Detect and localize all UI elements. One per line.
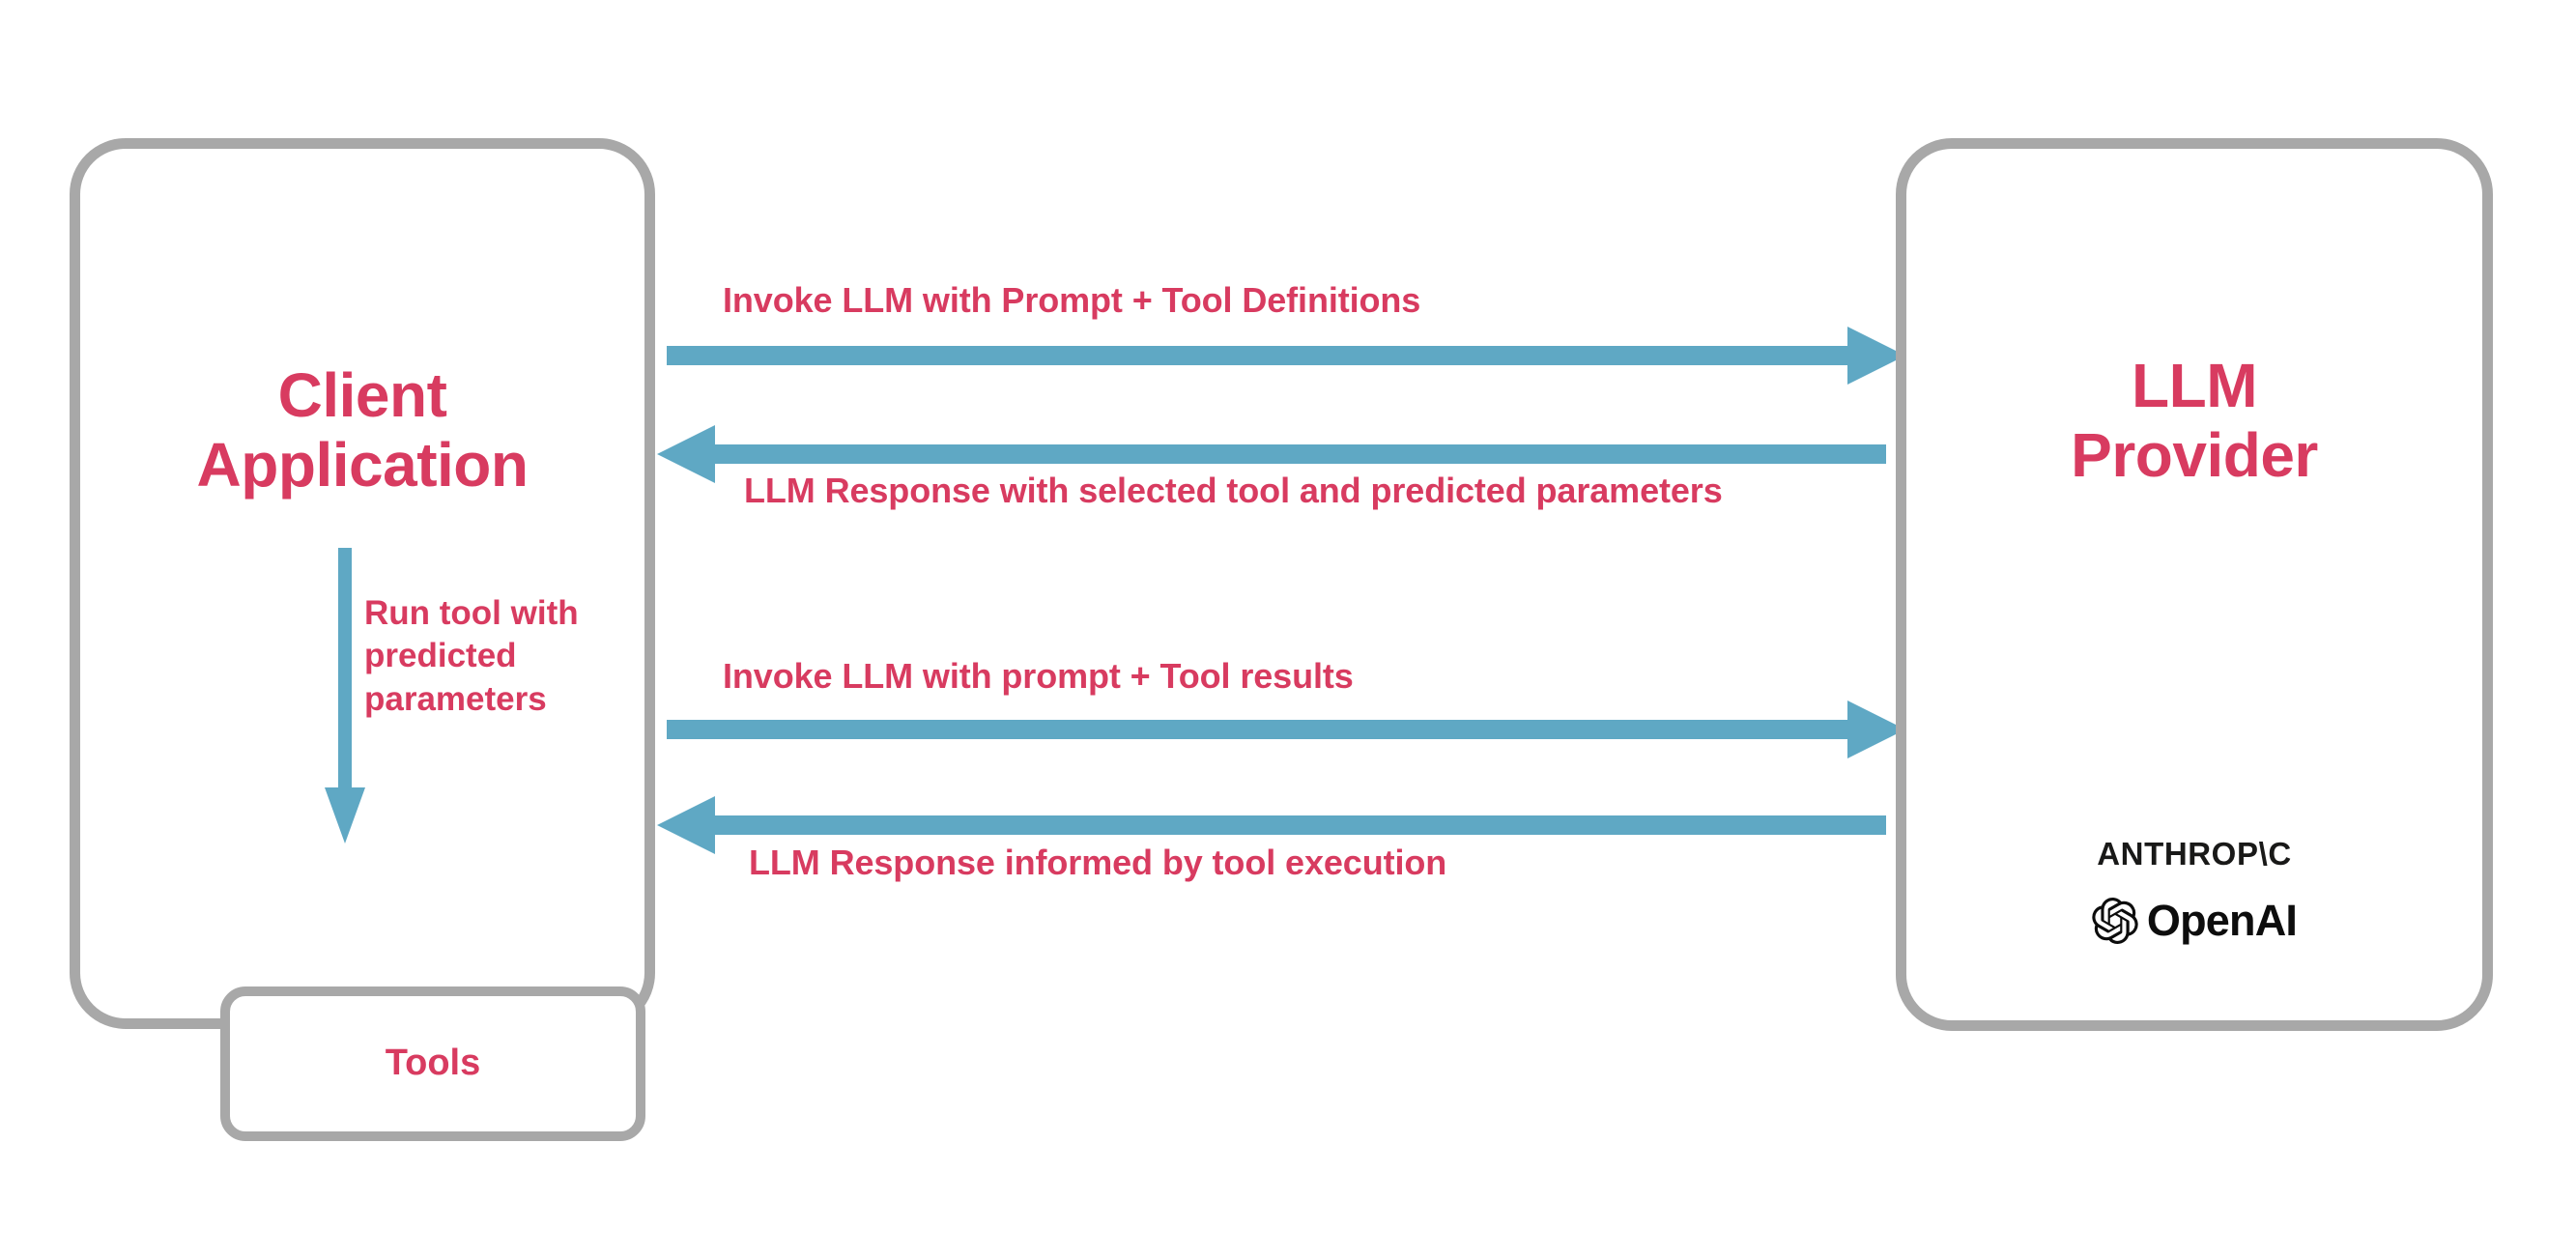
tools-label: Tools	[385, 1043, 481, 1083]
llm-provider-box: LLM Provider ANTHROP\C OpenAI	[1896, 138, 2493, 1031]
run-tool-label: Run tool with predicted parameters	[364, 594, 579, 718]
client-application-title: Client Application	[196, 360, 529, 500]
message-arrow-left-2-icon	[657, 796, 1886, 854]
tools-box: Tools	[220, 986, 645, 1141]
message-label-llm-response-with-selected-tool: LLM Response with selected tool and pred…	[744, 471, 1723, 510]
llm-provider-title: LLM Provider	[2071, 351, 2318, 490]
openai-knot-icon	[2092, 898, 2138, 944]
message-label-invoke-llm-with-prompt-and-tool-definitions: Invoke LLM with Prompt + Tool Definition…	[723, 280, 1421, 320]
message-arrow-left-1-icon	[657, 425, 1886, 483]
provider-logo-stack: ANTHROP\C OpenAI	[1906, 836, 2482, 946]
anthropic-logo: ANTHROP\C	[2097, 836, 2292, 872]
message-arrow-right-1-icon	[667, 327, 1905, 385]
message-label-llm-response-informed-by-tool-execution: LLM Response informed by tool execution	[749, 843, 1447, 882]
openai-logo: OpenAI	[2092, 896, 2298, 946]
message-arrow-right-2-icon	[667, 700, 1905, 758]
message-label-invoke-llm-with-prompt-and-tool-results: Invoke LLM with prompt + Tool results	[723, 656, 1354, 696]
openai-wordmark: OpenAI	[2146, 896, 2298, 945]
run-tool-down-arrow-icon	[325, 548, 365, 843]
client-application-box: Client Application Tools	[70, 138, 655, 1141]
